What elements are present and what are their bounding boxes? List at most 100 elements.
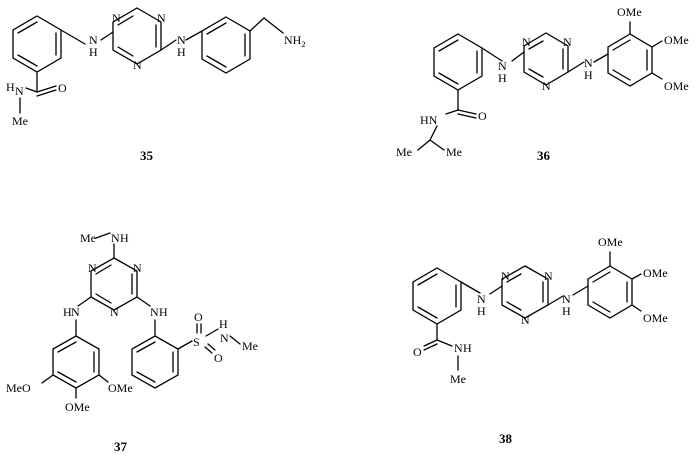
atom-H: H bbox=[498, 71, 507, 85]
atom-H: H bbox=[177, 45, 186, 59]
triazine-ring-38 bbox=[501, 265, 549, 319]
benzene-ring-38b bbox=[587, 265, 633, 319]
bond bbox=[77, 296, 92, 307]
bond bbox=[205, 328, 219, 337]
methoxy-label: OMe bbox=[108, 381, 133, 395]
double-bond bbox=[95, 264, 112, 275]
methoxy-label: OMe bbox=[664, 79, 689, 93]
atom-H: H bbox=[477, 304, 486, 318]
benzene-ring-38a bbox=[412, 267, 462, 325]
atom-N: N bbox=[522, 35, 531, 49]
methoxy-label: OMe bbox=[643, 266, 668, 280]
carbonyl-bond bbox=[423, 339, 438, 347]
bond bbox=[177, 340, 193, 350]
compound-label-37: 37 bbox=[114, 439, 128, 454]
triazine-ring-36 bbox=[523, 32, 569, 86]
compound-label-35: 35 bbox=[140, 148, 154, 163]
carbonyl-bond bbox=[423, 343, 438, 351]
sulfonyl-bond bbox=[207, 343, 216, 351]
triazine-ring-35 bbox=[112, 7, 162, 65]
methoxy-label: OMe bbox=[664, 33, 689, 47]
atom-H: H bbox=[120, 231, 129, 245]
bond bbox=[567, 61, 585, 73]
atom-O: O bbox=[58, 81, 67, 95]
double-bond bbox=[17, 54, 38, 67]
atom-H: H bbox=[562, 304, 571, 318]
bond bbox=[95, 232, 111, 239]
carbonyl-bond bbox=[36, 85, 57, 93]
double-bond bbox=[612, 39, 631, 51]
bond bbox=[229, 335, 241, 345]
benzene-ring-36b bbox=[607, 33, 653, 87]
double-bond bbox=[95, 293, 112, 304]
double-bond bbox=[506, 273, 522, 283]
bond bbox=[631, 273, 642, 280]
compound-35: O H N Me N H N N N N H NH2 35 bbox=[6, 7, 306, 163]
benzene-ring-36a bbox=[433, 33, 483, 91]
carbonyl-bond bbox=[457, 113, 477, 119]
double-bond bbox=[57, 371, 77, 383]
atom-N: N bbox=[111, 231, 120, 245]
bond bbox=[445, 109, 459, 115]
double-bond bbox=[528, 40, 544, 50]
atom-S: S bbox=[193, 335, 200, 349]
methoxy-label: OMe bbox=[65, 400, 90, 414]
benzene-ring-35a bbox=[12, 15, 62, 73]
carbonyl-bond bbox=[457, 109, 477, 115]
bond bbox=[60, 29, 86, 45]
atom-H: H bbox=[159, 305, 168, 319]
atom-N: N bbox=[544, 269, 553, 283]
compound-label-36: 36 bbox=[537, 148, 551, 163]
bond bbox=[651, 72, 663, 80]
methoxy-label: OMe bbox=[598, 235, 623, 249]
methyl-label: Me bbox=[396, 145, 412, 159]
atom-N: N bbox=[133, 261, 142, 275]
double-bond bbox=[592, 271, 611, 283]
bond bbox=[263, 17, 284, 34]
double-bond bbox=[136, 341, 156, 353]
bond bbox=[593, 53, 609, 63]
methyl-label: Me bbox=[450, 372, 466, 386]
atom-H: H bbox=[463, 341, 472, 355]
double-bond bbox=[17, 21, 38, 34]
bond bbox=[511, 51, 525, 62]
atom-N: N bbox=[584, 56, 593, 70]
atom-N: N bbox=[71, 305, 80, 319]
bond bbox=[460, 281, 481, 294]
atom-N: N bbox=[542, 79, 551, 93]
bond bbox=[572, 285, 589, 296]
bond bbox=[249, 17, 265, 32]
atom-H: H bbox=[6, 80, 15, 94]
bond bbox=[98, 374, 109, 383]
double-bond bbox=[438, 72, 459, 85]
bond bbox=[25, 87, 38, 93]
bond bbox=[651, 40, 663, 48]
triazine-ring-37 bbox=[90, 257, 138, 311]
atom-N: N bbox=[112, 11, 121, 25]
bond bbox=[160, 39, 177, 51]
atom-H: H bbox=[584, 68, 593, 82]
atom-N: N bbox=[563, 35, 572, 49]
methyl-label: Me bbox=[242, 339, 258, 353]
double-bond bbox=[417, 306, 438, 319]
double-bond bbox=[206, 55, 227, 68]
double-bond bbox=[438, 39, 459, 52]
atom-N: N bbox=[88, 261, 97, 275]
bond bbox=[436, 339, 453, 347]
amide-nh: HN bbox=[420, 113, 438, 127]
atom-N: N bbox=[133, 58, 142, 72]
methoxy-label: OMe bbox=[617, 5, 642, 19]
atom-N: N bbox=[498, 59, 507, 73]
methoxy-label: OMe bbox=[643, 311, 668, 325]
compound-38: O N H Me N H N N N N H OMe OMe OMe 38 bbox=[412, 235, 668, 446]
bond bbox=[429, 139, 445, 151]
methoxy-label: MeO bbox=[6, 381, 31, 395]
benzene-ring-37a bbox=[52, 335, 100, 389]
atom-N: N bbox=[150, 305, 159, 319]
atom-O: O bbox=[194, 310, 203, 324]
atom-H: H bbox=[63, 305, 72, 319]
bond bbox=[429, 125, 438, 141]
bond bbox=[481, 47, 503, 62]
